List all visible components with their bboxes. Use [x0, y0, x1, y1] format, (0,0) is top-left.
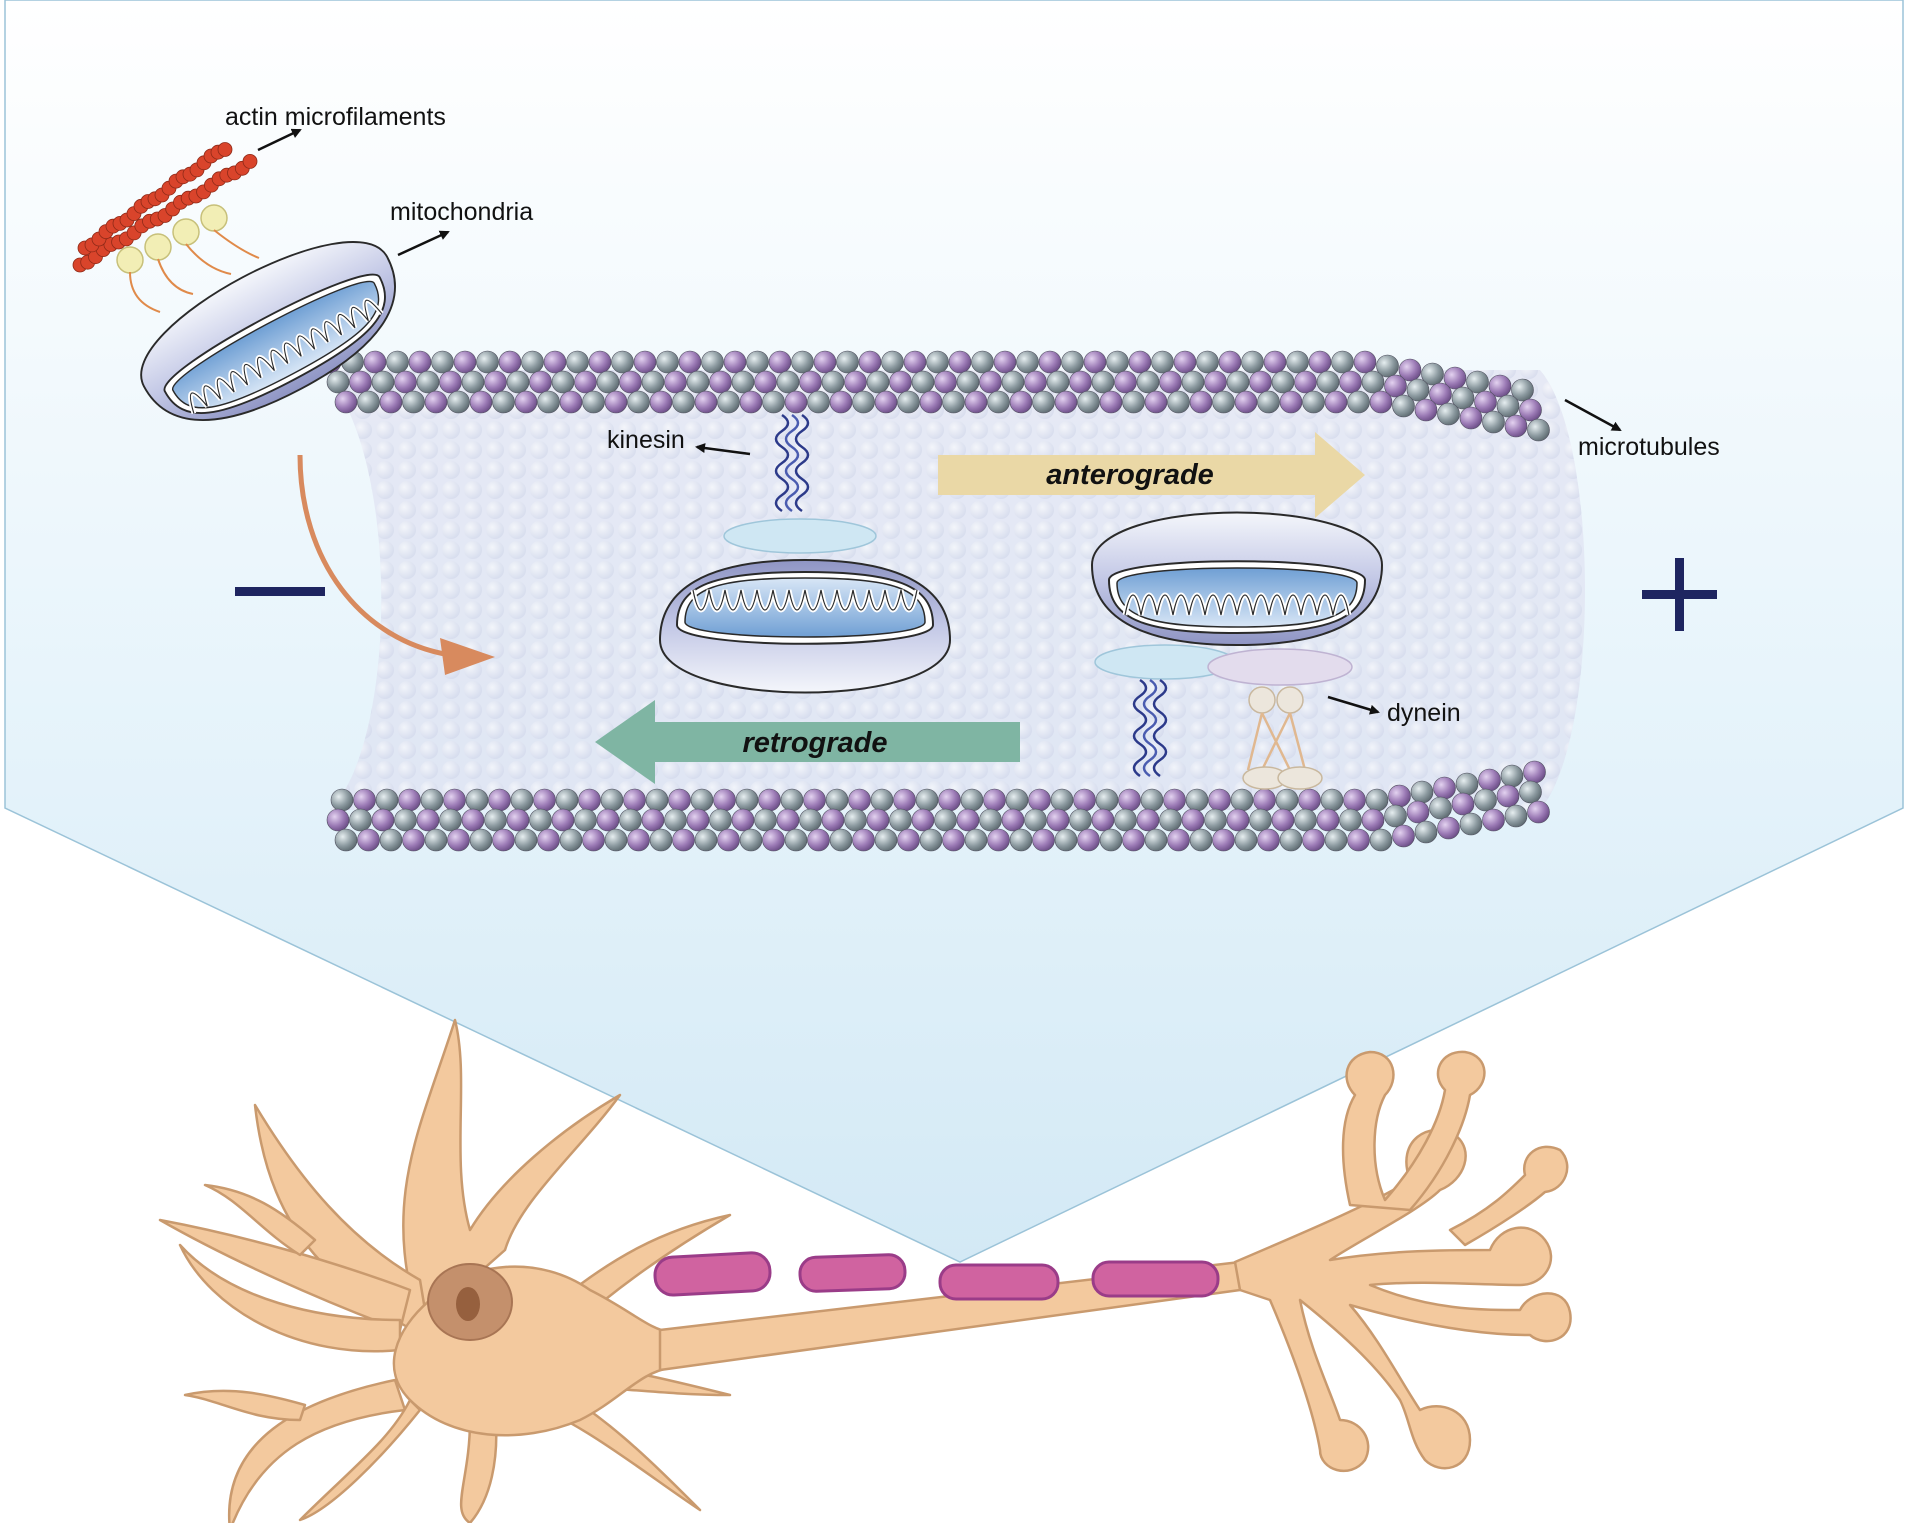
minus-end-sign: [235, 587, 325, 596]
microtubules-label: microtubules: [1578, 433, 1720, 461]
anterograde-label: anterograde: [1046, 459, 1214, 491]
microtubule-bottom-wall: [326, 760, 1550, 852]
neuron: [158, 1018, 1572, 1523]
mitochondrion-anterograde-cargo: [1092, 513, 1382, 646]
myelin-sheath: [653, 1251, 1220, 1301]
retrograde-label: retrograde: [742, 727, 887, 759]
mitochondria-label: mitochondria: [390, 198, 533, 226]
mitochondrion-retrograde-cargo: [660, 560, 950, 693]
actin-label: actin microfilaments: [225, 103, 446, 131]
kinesin-motor: [723, 413, 877, 554]
microtubule-top-wall: [318, 350, 1550, 442]
dynein-motor: [1094, 644, 1353, 790]
anterograde-arrow: anterograde: [938, 432, 1365, 518]
kinesin-label: kinesin: [607, 426, 685, 454]
neuron-soma-dendrites: [158, 1018, 1572, 1523]
actin-microfilaments: [72, 142, 260, 313]
dynein-label: dynein: [1387, 699, 1461, 727]
callouts: actin microfilaments mitochondria kinesi…: [225, 103, 1720, 727]
plus-end-sign: [1642, 558, 1717, 631]
transfer-arrow: [297, 454, 495, 675]
retrograde-arrow: retrograde: [595, 700, 1020, 784]
microtubule: [318, 350, 1585, 852]
